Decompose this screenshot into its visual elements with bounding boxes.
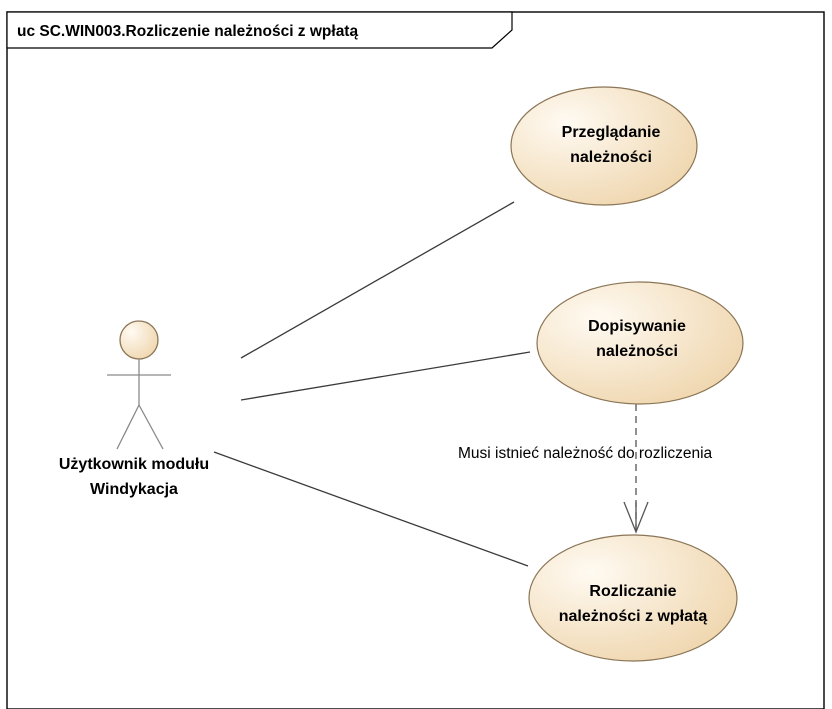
actor-right-leg <box>138 404 164 450</box>
diagram-title: uc SC.WIN003.Rozliczenie należności z wp… <box>17 23 358 40</box>
actor-name-line2: Windykacja <box>90 481 178 498</box>
use-case-label-line1: Przeglądanie <box>562 124 661 141</box>
use-case-ellipse <box>510 86 698 206</box>
diagram-title-tab <box>6 11 513 49</box>
use-case-label-line1: Dopisywanie <box>588 318 686 335</box>
use-case-label-line2: należności <box>570 149 652 166</box>
use-case-rozliczanie: Rozliczanie należności z wpłatą <box>528 534 738 662</box>
actor-left-leg <box>116 404 140 450</box>
association-line-dopisywanie <box>240 351 531 401</box>
actor-name-line1: Użytkownik modułu <box>59 456 209 473</box>
use-case-dopisywanie: Dopisywanie należności <box>536 281 744 405</box>
use-case-label-line1: Rozliczanie <box>589 583 676 600</box>
use-case-label-line2: należności z wpłatą <box>559 608 708 625</box>
dependency-label: Musi istnieć należność do rozliczenia <box>458 445 713 462</box>
use-case-label-line2: należności <box>596 343 678 360</box>
use-case-przegladanie: Przeglądanie należności <box>510 86 698 206</box>
use-case-ellipse <box>528 534 738 662</box>
actor-head <box>119 320 159 360</box>
association-line-przegladanie <box>240 201 515 359</box>
actor-uzytkownik: Użytkownik modułu Windykacja <box>59 320 209 498</box>
use-case-ellipse <box>536 281 744 405</box>
association-line-rozliczanie <box>213 451 529 567</box>
